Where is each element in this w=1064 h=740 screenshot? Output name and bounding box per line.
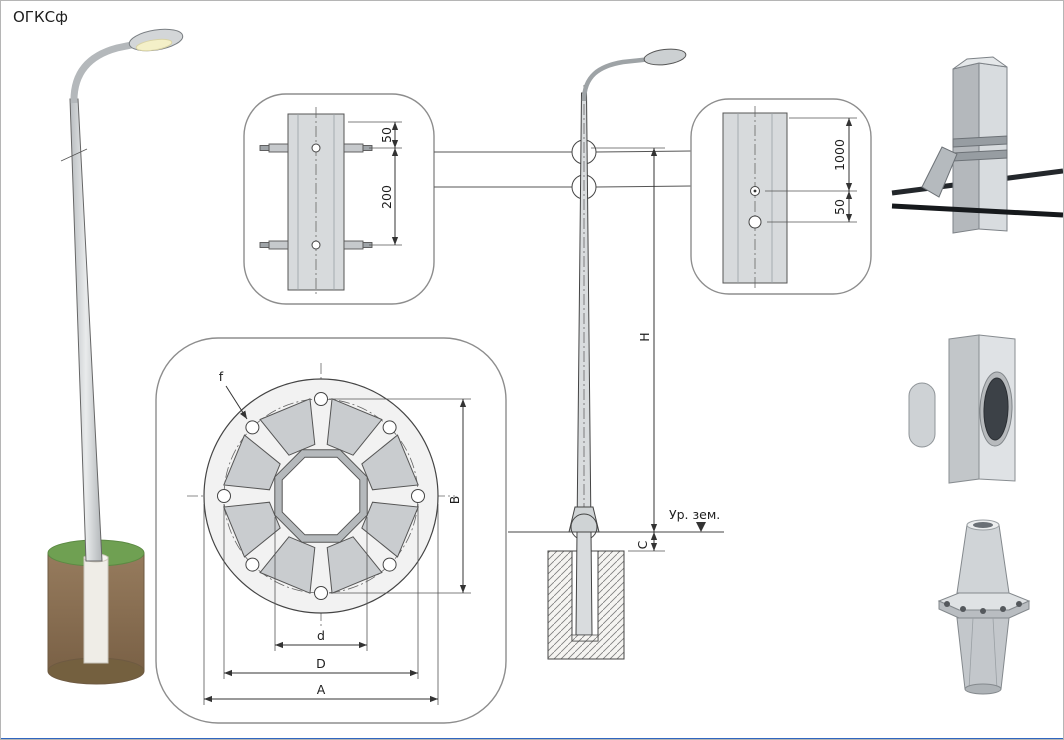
wedge-clamp	[921, 146, 958, 198]
dim-label-D: D	[316, 656, 326, 671]
dim-label-B: B	[447, 496, 462, 505]
luminaire	[643, 48, 687, 66]
ground-marker	[696, 522, 706, 532]
leader-line	[595, 150, 692, 153]
pole-3d-render	[47, 28, 184, 685]
center-hole-octagon	[281, 456, 361, 536]
ground-level-label: Ур. зем.	[669, 507, 720, 522]
handhole-cover	[908, 382, 936, 448]
break-mark	[60, 148, 88, 162]
bolt-assembly	[259, 143, 373, 153]
detail-leaders	[434, 139, 692, 200]
pole-top-cap	[952, 56, 1008, 70]
pole-arm	[581, 56, 652, 102]
grout	[571, 634, 599, 642]
pole-arm-3d	[70, 39, 142, 104]
dim-label-f: f	[219, 369, 224, 384]
pole-stub	[956, 524, 1010, 594]
bolt-assembly	[259, 240, 373, 250]
anchor-bolts	[944, 601, 1022, 614]
dim-label-offset: 50	[379, 127, 394, 143]
window-bottom-edge	[1, 738, 1063, 739]
handhole-opening	[983, 377, 1009, 441]
bracket-3d-render	[891, 56, 1063, 234]
cable-hole	[748, 215, 762, 229]
luminaire-glass	[135, 38, 173, 52]
drawing-title: ОГКСф	[13, 8, 68, 26]
skirt-seam	[968, 617, 974, 690]
dim-label-offset: 50	[832, 199, 847, 215]
skirt-bottom	[964, 683, 1002, 695]
dim-label-spacing: 200	[379, 185, 394, 209]
dim-label-C: C	[635, 540, 650, 549]
clamp-detail-callout: 50 200	[243, 93, 435, 305]
pole-elevation: H Ур. зем. C	[508, 48, 724, 660]
flange-3d-render	[937, 519, 1031, 695]
tension-rod	[891, 203, 1063, 218]
pole-face-right	[978, 62, 1008, 232]
flange-bolt-holes	[217, 392, 425, 600]
band-clamp	[952, 135, 1008, 148]
embedded-shaft	[575, 531, 593, 636]
pole-stub-bore	[973, 522, 993, 528]
dim-label-height: 1000	[832, 139, 847, 171]
earthing-hole-center	[753, 189, 757, 193]
pole-face-left	[948, 334, 980, 484]
leader-line	[595, 185, 692, 188]
hole-detail-callout: 1000 50	[690, 98, 872, 295]
dim-label-d: d	[317, 628, 325, 643]
pole-shaft-3d	[69, 98, 103, 562]
flange-detail-callout: f B d D A	[155, 337, 507, 724]
handhole-3d-render	[908, 334, 1016, 484]
f-leader	[225, 385, 248, 420]
dim-label-H: H	[637, 332, 652, 341]
foundation-sleeve	[83, 556, 109, 664]
flange-side-face	[938, 600, 1030, 619]
base-skirt	[956, 617, 1010, 690]
gussets	[223, 398, 419, 594]
skirt-seam	[992, 617, 998, 690]
dim-label-A: A	[317, 682, 326, 697]
